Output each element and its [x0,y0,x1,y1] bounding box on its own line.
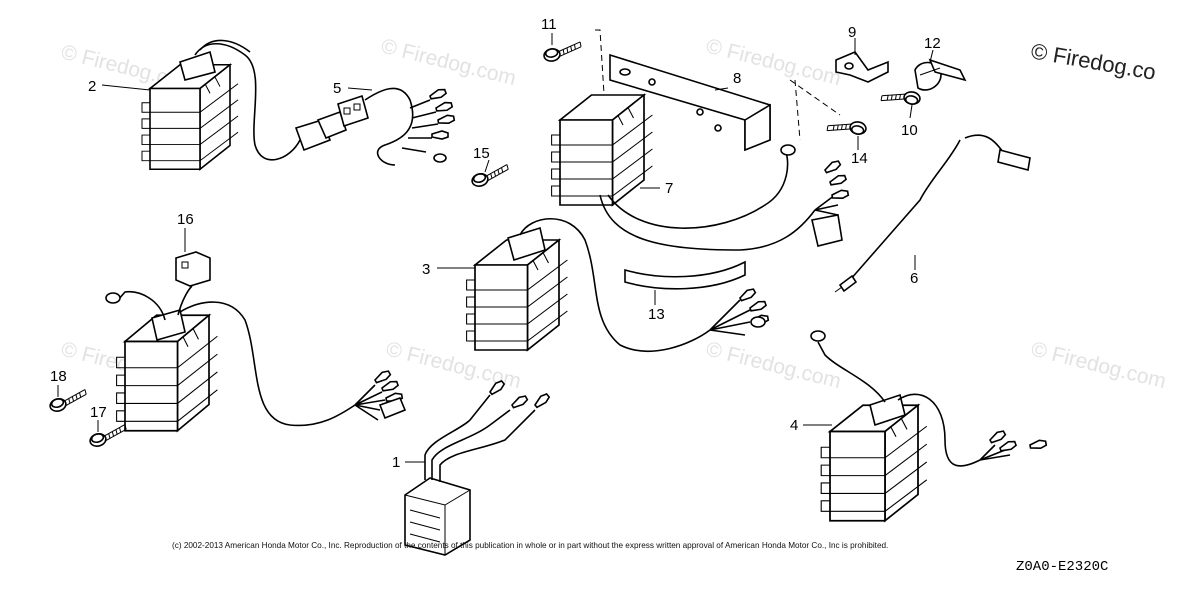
callout-11: 11 [541,16,557,33]
part-13-tube [624,260,746,290]
part-17-bolt [87,423,130,449]
callouts: 2 5 11 8 9 12 10 14 15 7 3 13 6 16 18 17… [50,16,941,471]
callout-2: 2 [88,78,96,95]
part-15-bolt [469,163,512,189]
part-2-regulator [141,39,347,171]
callout-10: 10 [901,122,918,139]
leader-lines [57,33,934,463]
part-10-bolt [880,86,922,109]
part-8-bracket [595,29,841,152]
diagram-code: Z0A0-E2320C [1016,559,1108,575]
callout-12: 12 [924,35,941,52]
callout-15: 15 [473,145,490,162]
watermark-text: © Firedog.com [704,35,843,91]
part-11-bolt [541,41,584,64]
watermark-text: © Firedog.com [704,338,843,394]
callout-14: 14 [851,150,868,167]
watermark-text: © Firedog.com [379,35,518,91]
part-3-regulator [465,217,770,352]
callout-5: 5 [333,80,341,97]
callout-13: 13 [648,306,665,323]
callout-6: 6 [910,270,918,287]
part-18-bolt [47,388,90,414]
callout-18: 18 [50,368,67,385]
callout-4: 4 [790,417,798,434]
part-4-regulator [810,330,1048,522]
part-7-regulator [550,94,850,251]
callout-1: 1 [392,454,400,471]
part-14-bolt [826,116,868,139]
left-regulator-assembly [105,285,407,432]
callout-9: 9 [848,24,856,41]
part-5-sub-harness [337,86,456,166]
part-9-stay [835,51,889,83]
copyright-notice: (c) 2002-2013 American Honda Motor Co., … [172,541,888,550]
callout-8: 8 [733,70,741,87]
callout-3: 3 [422,261,430,278]
part-12-clamp [914,58,967,91]
watermark-text: © Firedog.com [1029,338,1168,394]
callout-7: 7 [665,180,673,197]
callout-16: 16 [177,211,194,228]
watermark-main: © Firedog.co [1029,38,1158,85]
callout-17: 17 [90,404,107,421]
part-1-regulator [404,378,552,556]
part-6-cable [834,134,1031,293]
part-16-connector [175,251,211,287]
